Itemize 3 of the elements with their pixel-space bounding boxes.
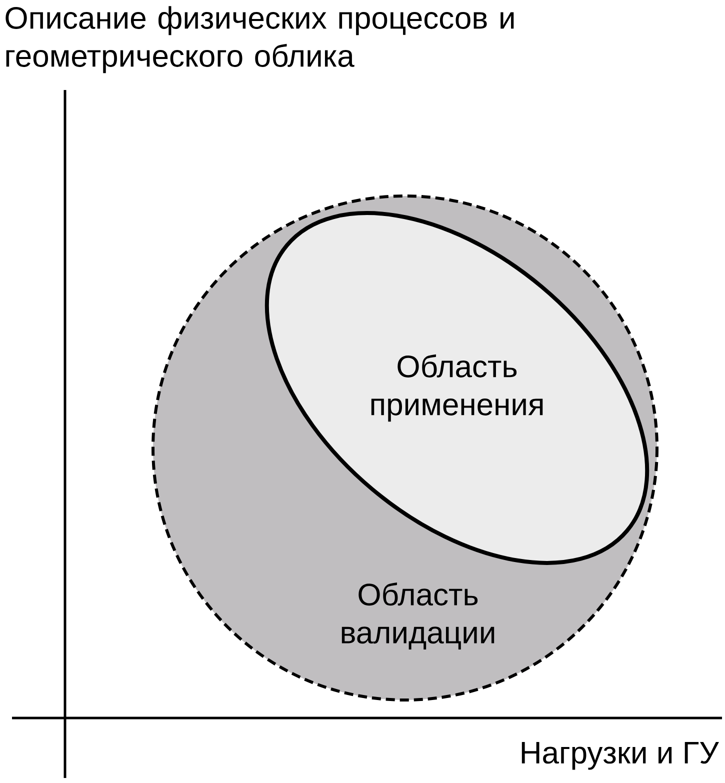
application-region: Область применения bbox=[265, 211, 649, 565]
axis-label: Описание физических процессов и геометрического облика bbox=[6, 6, 514, 74]
axis-label: Нагрузки и ГУ bbox=[522, 742, 719, 770]
